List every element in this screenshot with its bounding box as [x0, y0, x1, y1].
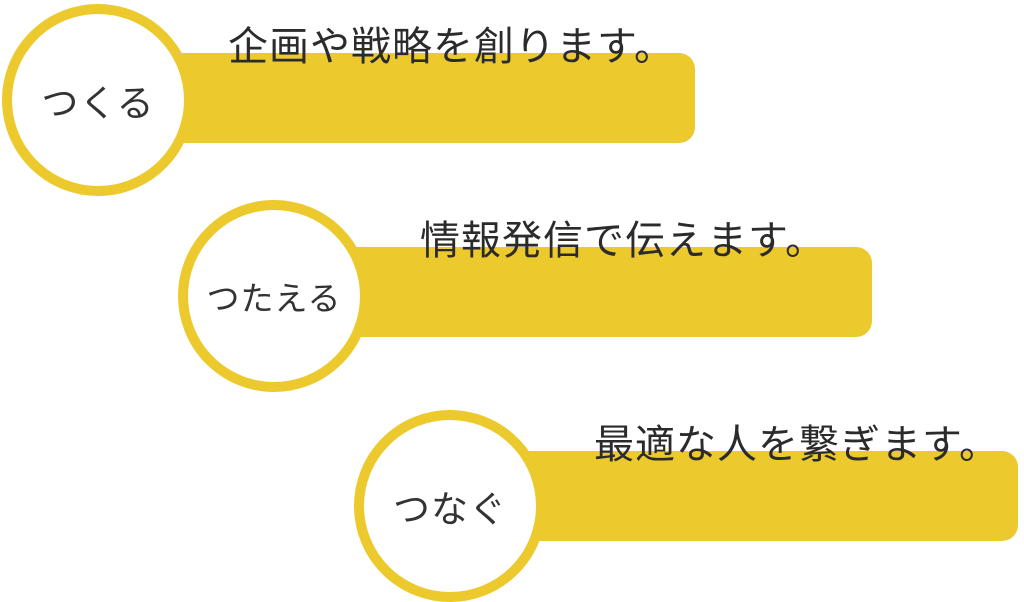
item-banner	[150, 53, 695, 143]
item-banner	[326, 247, 872, 337]
item-circle-badge: つなぐ	[354, 410, 546, 602]
item-label: つなぐ	[393, 488, 507, 531]
item-description: 企画や戦略を創ります。	[228, 24, 675, 70]
item-tsunagu: 最適な人を繋ぎます。 つなぐ	[352, 400, 1024, 602]
item-banner	[502, 451, 1018, 541]
item-label: つくる	[41, 82, 155, 125]
item-circle-badge: つたえる	[178, 200, 370, 392]
item-tsutaeru: 情報発信で伝えます。 つたえる	[176, 196, 880, 392]
item-description: 情報発信で伝えます。	[420, 218, 826, 264]
item-circle-badge: つくる	[2, 4, 194, 196]
item-label: つたえる	[206, 279, 342, 318]
item-description: 最適な人を繋ぎます。	[594, 422, 1000, 468]
item-tsukuru: 企画や戦略を創ります。 つくる	[0, 2, 700, 196]
